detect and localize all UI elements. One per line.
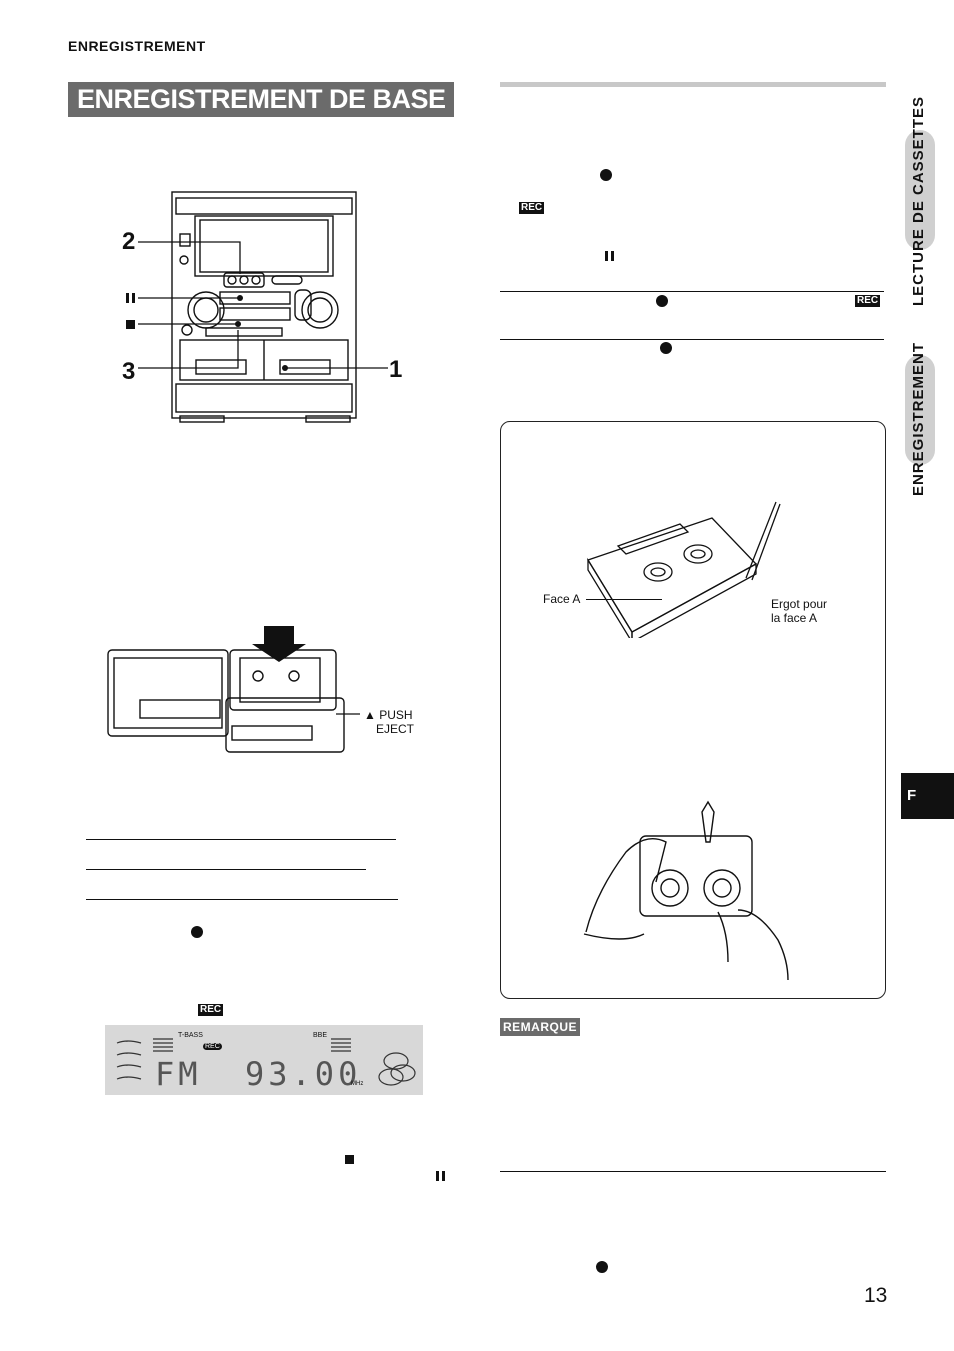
eject-icon: ▲ xyxy=(364,708,376,722)
rec-badge: REC xyxy=(198,1004,224,1016)
stop-icon xyxy=(345,1155,354,1164)
rec-badge: REC xyxy=(855,295,881,307)
side-tab-highlight xyxy=(905,130,935,250)
stop-icon xyxy=(126,320,135,329)
note-label: REMARQUE xyxy=(500,1018,581,1036)
tab-label: Ergot pour la face A xyxy=(771,597,827,625)
pause-icon xyxy=(605,251,614,261)
push-eject-label: ▲ PUSH EJECT xyxy=(364,708,414,736)
tbass-label: T-BASS xyxy=(178,1032,203,1039)
divider xyxy=(86,869,366,870)
divider xyxy=(500,1171,886,1172)
eject-label: EJECT xyxy=(376,722,415,736)
rec-badge: REC xyxy=(519,202,545,214)
cassette-info-box xyxy=(500,421,886,999)
side-tab-highlight xyxy=(905,355,935,465)
side-tab-enregistrement: ENREGISTREMENT xyxy=(910,341,927,496)
divider xyxy=(86,899,398,900)
divider xyxy=(500,339,884,340)
callout-3: 3 xyxy=(122,358,136,385)
display-panel: T-BASS BBE REC FM 93.00 MHz xyxy=(105,1025,423,1095)
pause-icon xyxy=(436,1171,445,1181)
record-icon xyxy=(660,342,672,354)
stereo-system-diagram xyxy=(138,191,388,423)
record-icon xyxy=(191,926,203,938)
push-label: PUSH xyxy=(379,708,413,722)
language-tab: F xyxy=(901,773,954,819)
record-icon xyxy=(596,1261,608,1273)
page-title: ENREGISTREMENT DE BASE xyxy=(68,82,454,117)
cassette-tab-diagram xyxy=(587,501,781,638)
band-display: FM xyxy=(155,1055,202,1093)
side-tab-lecture: LECTURE DE CASSETTES xyxy=(910,95,927,306)
display-graphics xyxy=(116,1038,416,1086)
unit-label: MHz xyxy=(351,1081,364,1087)
record-icon xyxy=(600,169,612,181)
bbe-label: BBE xyxy=(313,1032,328,1039)
record-icon xyxy=(656,295,668,307)
frequency-display: 93.00 xyxy=(245,1055,362,1093)
cassette-tape-hands-diagram xyxy=(583,800,789,980)
divider xyxy=(500,291,884,292)
page-number: 13 xyxy=(864,1284,888,1307)
callout-2: 2 xyxy=(122,228,136,255)
face-a-label: Face A xyxy=(543,592,581,606)
pause-icon xyxy=(126,293,135,303)
divider xyxy=(86,839,396,840)
face-a-leader xyxy=(586,599,662,600)
cassette-deck-diagram xyxy=(107,626,360,753)
callout-1: 1 xyxy=(389,356,403,383)
tab-label-line-1: Ergot pour xyxy=(771,597,828,611)
section-label: ENREGISTREMENT xyxy=(68,38,206,54)
header-rule xyxy=(500,82,886,87)
tab-label-line-2: la face A xyxy=(771,611,818,625)
rec-indicator: REC xyxy=(203,1043,222,1050)
